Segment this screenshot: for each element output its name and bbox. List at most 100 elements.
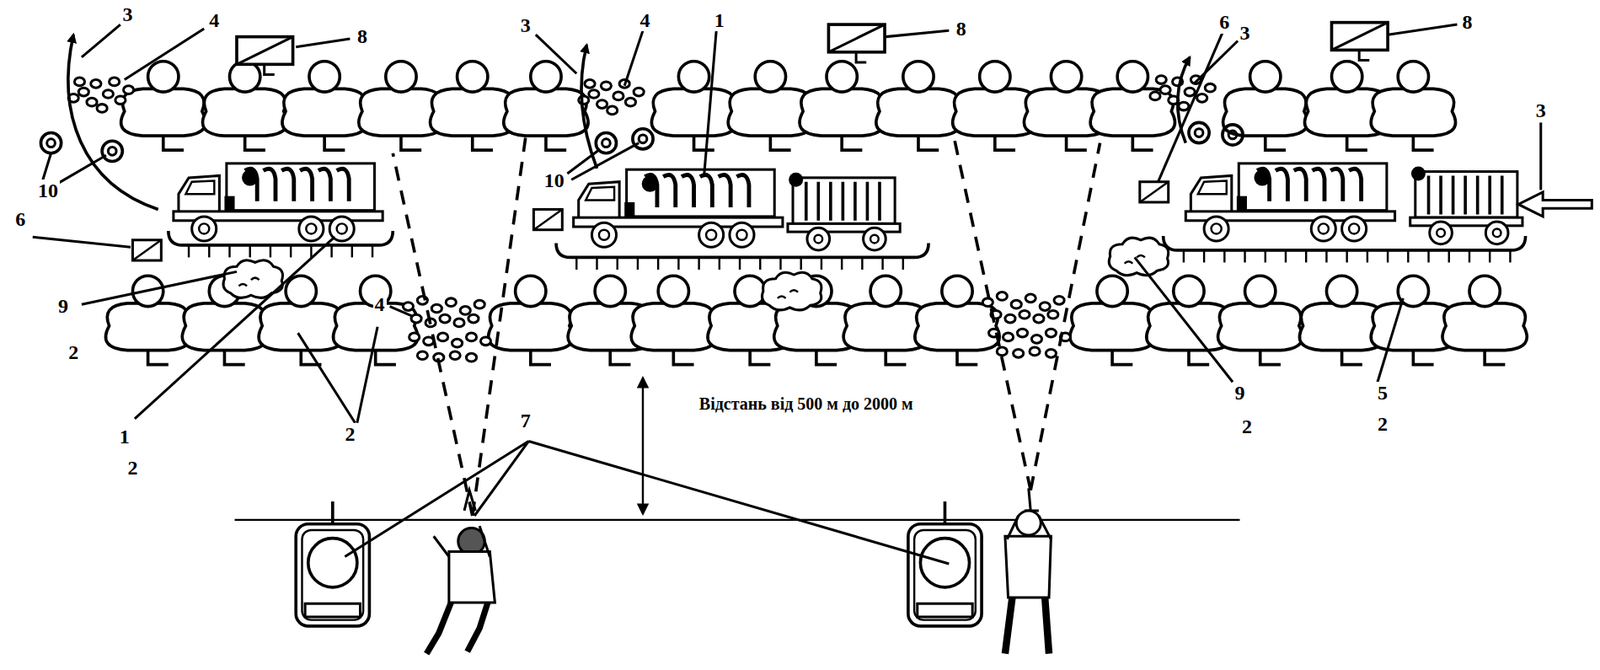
net-tick: [269, 245, 272, 258]
mine: [74, 77, 85, 86]
mine: [1019, 310, 1030, 319]
tree: [1223, 61, 1308, 150]
tree-trunk: [995, 135, 1016, 150]
mine: [996, 347, 1007, 356]
tree: [503, 61, 589, 150]
mine: [1178, 101, 1189, 111]
net-tick: [1223, 250, 1226, 263]
net-tick: [310, 245, 312, 258]
net-tick: [1468, 250, 1471, 263]
mine: [445, 298, 456, 307]
net-tick: [187, 245, 190, 258]
net-tick: [1325, 250, 1328, 263]
tree-crown: [651, 88, 736, 136]
tree-trunk: [375, 350, 396, 365]
tree-trunk: [1260, 350, 1281, 365]
mine: [78, 87, 89, 97]
tree-trunk: [1188, 350, 1210, 365]
tree-trunk: [1066, 135, 1087, 150]
callout-number: 2: [342, 422, 357, 445]
tree-trunk: [472, 135, 493, 150]
callout-number: 1: [712, 9, 727, 32]
tree: [631, 275, 716, 364]
mine: [596, 100, 607, 109]
tree-crown: [282, 88, 367, 136]
callout-number: 4: [373, 293, 387, 316]
tree-top: [734, 275, 766, 306]
tree-trunk: [957, 350, 978, 365]
tree-trunk: [816, 350, 837, 365]
tree-trunk: [163, 135, 184, 150]
mine: [1045, 328, 1056, 338]
tree-top: [826, 61, 857, 92]
mine: [613, 91, 624, 101]
mine: [115, 96, 126, 105]
net-tick: [657, 256, 659, 270]
callout-number: 2: [1240, 415, 1254, 438]
tree: [1090, 61, 1175, 150]
ground-and-observers: [235, 487, 1241, 653]
tree-trunk: [401, 135, 422, 150]
mine: [633, 87, 644, 97]
net-tick: [1264, 250, 1267, 263]
tree: [1370, 61, 1456, 150]
mine: [1045, 348, 1056, 358]
net-tick: [779, 256, 782, 270]
tree-trunk: [749, 350, 771, 365]
tree-crown: [1218, 303, 1303, 351]
mine: [1197, 93, 1208, 102]
callout-number: 9: [56, 294, 70, 317]
mine-clusters: [68, 75, 1215, 362]
tree-top: [870, 275, 901, 306]
launcher-vehicles: [173, 163, 1523, 251]
callout-number: 3: [1238, 21, 1253, 44]
net-tick: [840, 256, 843, 270]
mine: [600, 81, 611, 91]
net-tick: [1203, 250, 1205, 263]
mine: [102, 90, 113, 99]
tree-crown: [430, 88, 515, 136]
mine: [996, 292, 1007, 301]
callout-number: 2: [1375, 412, 1390, 435]
tree-trunk: [673, 350, 694, 365]
mine: [1048, 310, 1059, 319]
tree: [1442, 275, 1527, 364]
callout-number: 10: [542, 169, 567, 192]
tree: [430, 61, 515, 150]
callout-number: 7: [519, 409, 533, 432]
tree-trunk: [530, 350, 552, 365]
tree-trunk: [148, 350, 169, 365]
tree-trunk: [770, 135, 791, 150]
tree-crown: [1070, 303, 1155, 351]
tree-crown: [105, 303, 190, 351]
net-tick: [881, 256, 883, 270]
net-tick: [738, 256, 741, 270]
direction-arrows: [68, 34, 1592, 217]
mine: [982, 298, 993, 307]
mine: [1039, 302, 1050, 311]
tree-crown: [1090, 88, 1175, 136]
tree-top: [148, 61, 179, 92]
tree-top: [1117, 61, 1148, 92]
tree-top: [1397, 61, 1429, 92]
callout-number: 3: [519, 14, 533, 37]
mine: [607, 106, 618, 115]
net-tick: [1427, 250, 1429, 263]
tree-top: [594, 275, 626, 306]
mine: [1003, 332, 1014, 342]
tree: [1070, 275, 1155, 364]
tree-crown: [1223, 88, 1308, 136]
mine: [468, 314, 479, 323]
callout-number: 8: [954, 17, 969, 40]
mine: [96, 104, 108, 113]
net-tick: [677, 256, 680, 270]
tree-top: [903, 61, 934, 92]
tree-crown: [503, 88, 589, 136]
tree-top: [1096, 275, 1128, 306]
mine: [588, 90, 600, 99]
net-tick: [1243, 250, 1246, 263]
net-tick: [1305, 250, 1307, 263]
net-tick: [616, 256, 619, 270]
